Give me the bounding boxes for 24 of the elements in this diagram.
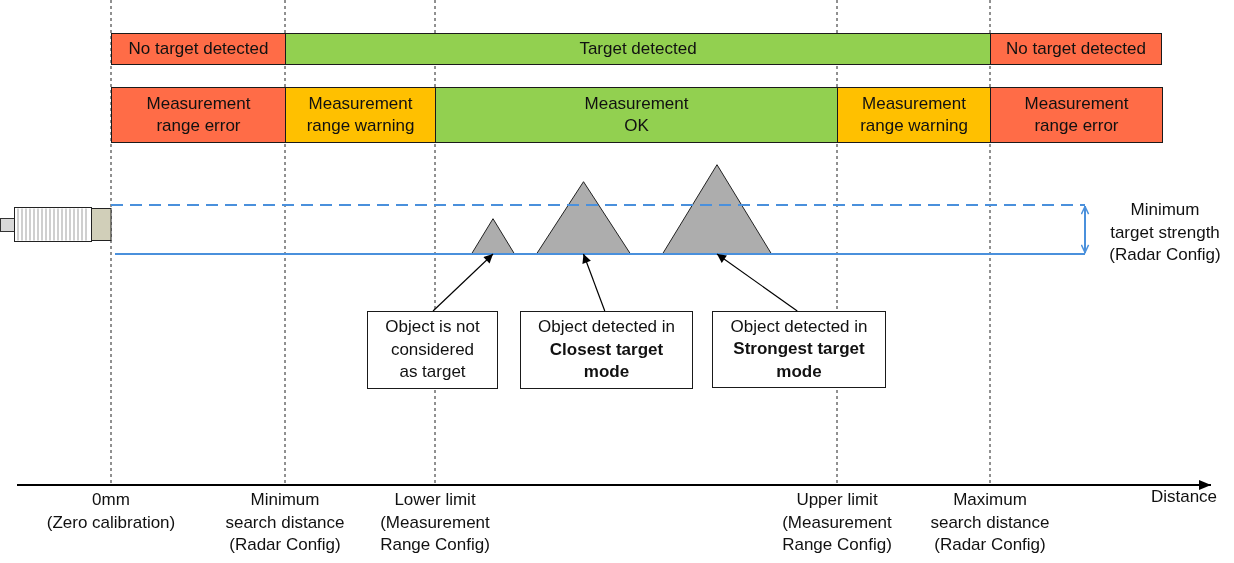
target-peak bbox=[471, 218, 515, 254]
axis-marker-label: Maximum search distance (Radar Config) bbox=[930, 489, 1050, 556]
target-peak bbox=[536, 181, 631, 254]
status-band: Measurement range warning bbox=[285, 87, 436, 143]
axis-marker-label: Minimum search distance (Radar Config) bbox=[225, 489, 345, 556]
callout-box: Object is not considered as target bbox=[367, 311, 498, 389]
axis-marker-label: Upper limit (Measurement Range Config) bbox=[782, 489, 892, 556]
callout-box: Object detected in Strongest target mode bbox=[712, 311, 886, 388]
axis-marker-label: Lower limit (Measurement Range Config) bbox=[380, 489, 490, 556]
threshold-label: Minimum target strength (Radar Config) bbox=[1109, 199, 1221, 266]
leader-arrow bbox=[716, 253, 798, 312]
status-band: Target detected bbox=[285, 33, 991, 65]
status-band: Measurement range error bbox=[111, 87, 286, 143]
status-band: No target detected bbox=[111, 33, 286, 65]
leader-arrow bbox=[582, 253, 606, 312]
axis-title: Distance bbox=[1150, 486, 1218, 508]
status-band: Measurement range warning bbox=[837, 87, 991, 143]
axis-marker-label: 0mm (Zero calibration) bbox=[46, 489, 176, 534]
callout-box: Object detected in Closest target mode bbox=[520, 311, 693, 389]
target-peak bbox=[662, 164, 772, 254]
status-band: No target detected bbox=[990, 33, 1162, 65]
status-band: Measurement range error bbox=[990, 87, 1163, 143]
leader-arrow bbox=[432, 253, 494, 312]
status-band: Measurement OK bbox=[435, 87, 838, 143]
